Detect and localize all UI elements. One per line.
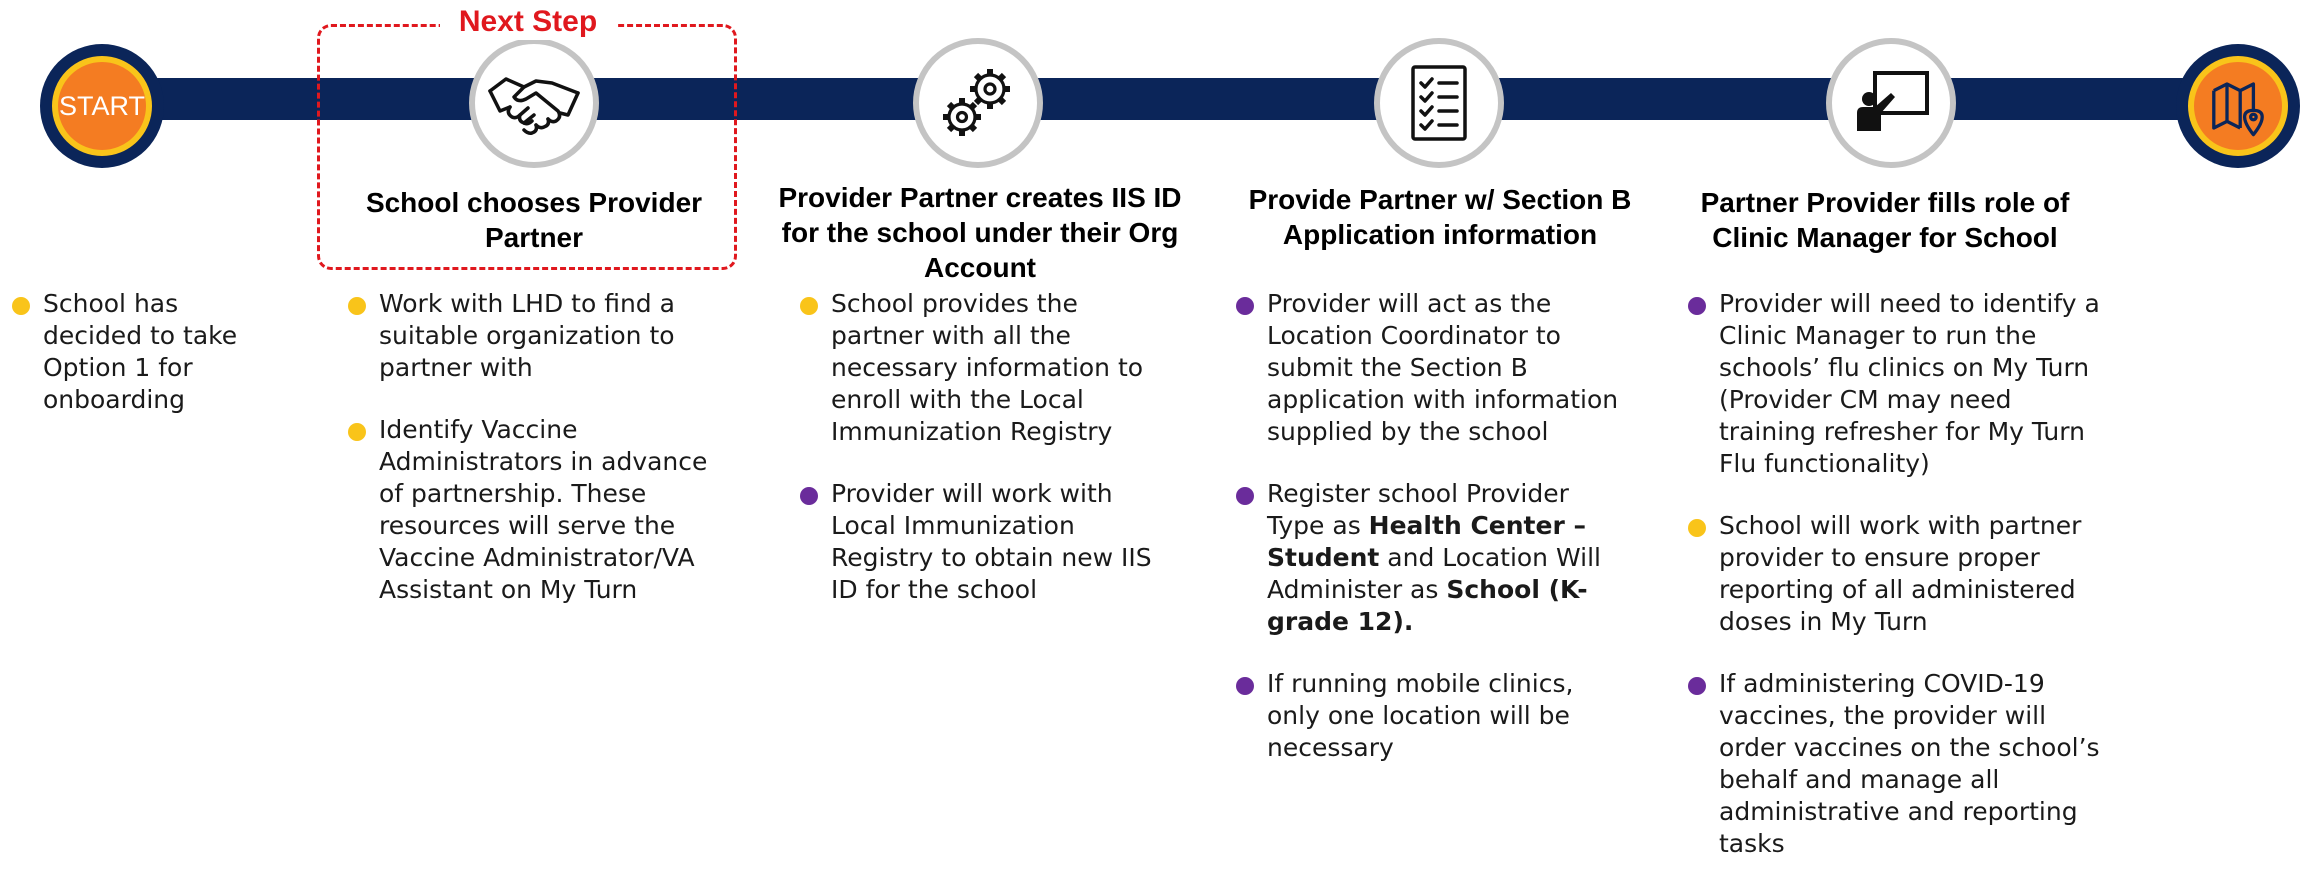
checklist-icon (1411, 65, 1467, 141)
bullet-text: School has decided to take Option 1 for … (43, 289, 238, 414)
step-3-title: Provide Partner w/ Section B Application… (1248, 184, 1632, 250)
column-start: School has decided to take Option 1 for … (12, 288, 252, 446)
bullet-text: School will work with partner provider t… (1719, 511, 2082, 636)
list-item: Provider will work with Local Immunizati… (800, 478, 1160, 606)
step-4-node (1826, 38, 1956, 168)
bullet-text: Provider will work with Local Immunizati… (831, 479, 1152, 604)
yellow-bullet-icon (800, 297, 818, 315)
purple-bullet-icon (1236, 677, 1254, 695)
gears-icon (943, 69, 1010, 136)
bullet-text: Provider will act as the Location Coordi… (1267, 289, 1619, 446)
step-2-node (913, 38, 1043, 168)
provider-type-value: Health Center – Student (1267, 511, 1586, 572)
start-marker: START (40, 44, 164, 168)
bullet-text: Provider will need to identify a Clinic … (1719, 289, 2100, 478)
bullet-text: If administering COVID-19 vaccines, the … (1719, 669, 2100, 858)
column-step-3: Provider will act as the Location Coordi… (1236, 288, 1626, 794)
list-item: School provides the partner with all the… (800, 288, 1160, 448)
column-step-1: Work with LHD to find a suitable organiz… (348, 288, 708, 636)
step-1-node (469, 38, 599, 168)
purple-bullet-icon (1236, 487, 1254, 505)
end-marker (2176, 44, 2300, 168)
list-item: If running mobile clinics, only one loca… (1236, 668, 1626, 764)
list-item: Work with LHD to find a suitable organiz… (348, 288, 708, 384)
yellow-bullet-icon (348, 297, 366, 315)
bullet-text: Identify Vaccine Administrators in advan… (379, 415, 708, 604)
step-4-title: Partner Provider fills role of Clinic Ma… (1700, 187, 2070, 253)
yellow-bullet-icon (348, 423, 366, 441)
list-item: Register school Provider Type as Health … (1236, 478, 1626, 638)
list-item: Provider will need to identify a Clinic … (1688, 288, 2108, 480)
bullet-text: School provides the partner with all the… (831, 289, 1144, 446)
map-pin-icon (2212, 82, 2264, 137)
bullet-text: Work with LHD to find a suitable organiz… (379, 289, 675, 382)
handshake-icon (488, 77, 580, 135)
bullet-text: Register school Provider Type as (1267, 479, 1569, 540)
purple-bullet-icon (1688, 677, 1706, 695)
bullet-text: If running mobile clinics, only one loca… (1267, 669, 1574, 762)
list-item: If administering COVID-19 vaccines, the … (1688, 668, 2108, 860)
purple-bullet-icon (1688, 297, 1706, 315)
location-type-value: School (K-grade 12). (1267, 575, 1588, 636)
step-1-title: School chooses Provider Partner (365, 187, 703, 253)
presentation-icon (1857, 71, 1929, 131)
next-step-label: Next Step (440, 4, 616, 40)
list-item: School will work with partner provider t… (1688, 510, 2108, 638)
yellow-bullet-icon (1688, 519, 1706, 537)
yellow-bullet-icon (12, 297, 30, 315)
list-item: Identify Vaccine Administrators in advan… (348, 414, 708, 606)
list-item: Provider will act as the Location Coordi… (1236, 288, 1626, 448)
purple-bullet-icon (800, 487, 818, 505)
step-3-node (1374, 38, 1504, 168)
column-step-2: School provides the partner with all the… (800, 288, 1160, 636)
bullet-text: and Location Will Administer as (1267, 543, 1601, 604)
start-label: START (52, 56, 152, 156)
step-2-title: Provider Partner creates IIS ID for the … (778, 182, 1182, 283)
column-step-4: Provider will need to identify a Clinic … (1688, 288, 2108, 890)
list-item: School has decided to take Option 1 for … (12, 288, 252, 416)
purple-bullet-icon (1236, 297, 1254, 315)
